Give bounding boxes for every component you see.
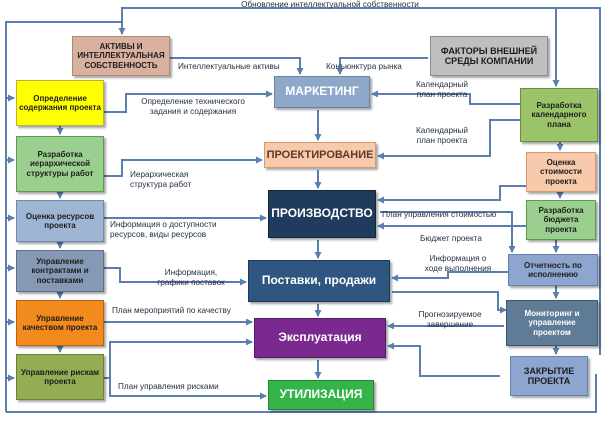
label-forecast-line2: завершение	[426, 320, 474, 330]
arrow-supply-monitoring	[392, 291, 507, 314]
design-box: ПРОЕКТИРОВАНИЕ	[264, 142, 376, 168]
label-resource-info: Информация о доступности ресурсов, виды …	[110, 220, 217, 241]
label-wbs-line2: структура работ	[130, 180, 192, 190]
label-tech-task: Определение технического задания и содер…	[130, 97, 256, 118]
assets-box: АКТИВЫ И ИНТЕЛЛЕКТУАЛЬНАЯ СОБСТВЕННОСТЬ	[72, 36, 170, 76]
arrow-reporting-supply	[391, 271, 508, 282]
arrow-contracts-supply	[104, 267, 247, 286]
arrow-closure-operation	[387, 342, 500, 377]
label-resource-info-line1: Информация о доступности	[110, 220, 217, 229]
label-calendar-plan-1-line2: план проекта	[416, 90, 468, 100]
label-forecast-line1: Прогнозируемое	[418, 310, 482, 319]
label-risk-plan: План управления рисками	[118, 382, 219, 391]
execution-reporting-box: Отчетность по исполнению	[508, 254, 598, 286]
wbs-development-box: Разработка иерархической структуры работ	[16, 136, 104, 192]
label-wbs: Иерархическая структура работ	[130, 170, 191, 191]
label-progress-info: Информация о ходе выполнения	[412, 254, 504, 275]
arrow-left-bus	[5, 21, 122, 412]
project-closure-box: ЗАКРЫТИЕ ПРОЕКТА	[510, 356, 588, 396]
monitoring-box: Мониторинг и управление проектом	[506, 300, 598, 346]
label-forecast: Прогнозируемое завершение	[400, 310, 500, 331]
arrow-calendar-design	[377, 119, 520, 160]
label-calendar-plan-1-line1: Календарный	[415, 80, 469, 89]
arrow-risks-operation	[109, 338, 253, 378]
label-ip-update: Обновление интеллектуальной собственност…	[241, 0, 419, 9]
label-tech-task-line2: задания и содержания	[149, 107, 237, 117]
label-market-conditions: Конъюнктура рынка	[326, 62, 402, 71]
arrow-bottom-return	[6, 374, 597, 413]
external-factors-box: ФАКТОРЫ ВНЕШНЕЙ СРЕДЫ КОМПАНИИ	[430, 36, 548, 76]
arrow-risks-disposal	[104, 377, 267, 400]
content-definition-box: Определение содержания проекта	[16, 80, 104, 126]
arrow-production-reporting	[380, 211, 516, 253]
label-project-budget: Бюджет проекта	[420, 234, 482, 243]
risk-management-box: Управление рискам проекта	[16, 354, 104, 400]
resource-estimate-box: Оценка ресурсов проекта	[16, 200, 104, 242]
marketing-box: МАРКЕТИНГ	[274, 76, 370, 108]
label-quality-plan: План мероприятий по качеству	[112, 306, 231, 315]
arrow-calendar-marketing	[371, 90, 520, 105]
calendar-plan-dev-box: Разработка календарного плана	[520, 88, 598, 142]
operation-box: Эксплуатация	[254, 318, 386, 358]
label-calendar-plan-2-line2: план проекта	[416, 136, 468, 146]
arrow-cost-production	[377, 185, 526, 204]
label-tech-task-line1: Определение технического	[141, 97, 245, 106]
budget-dev-box: Разработка бюджета проекта	[526, 200, 596, 240]
cost-estimate-box: Оценка стоимости проекта	[526, 152, 596, 192]
label-supply-info-line2: графики поставок	[157, 278, 225, 288]
label-calendar-plan-2: Календарный план проекта	[404, 126, 480, 147]
label-progress-info-line2: ходе выполнения	[424, 264, 492, 274]
label-resource-info-line2: ресурсов, виды ресурсов	[110, 230, 207, 240]
label-intellectual-assets: Интеллектуальные активы	[178, 62, 280, 71]
label-progress-info-line1: Информация о	[429, 254, 487, 263]
arrow-content-marketing	[104, 90, 273, 113]
label-supply-info-line1: Информация,	[164, 268, 218, 277]
contract-management-box: Управление контрактами и поставками	[16, 250, 104, 292]
label-calendar-plan-2-line1: Календарный	[415, 126, 469, 135]
label-supply-info: Информация, графики поставок	[142, 268, 240, 289]
label-calendar-plan-1: Календарный план проекта	[404, 80, 480, 101]
production-box: ПРОИЗВОДСТВО	[268, 190, 376, 238]
quality-management-box: Управление качеством проекта	[16, 300, 104, 346]
arrow-factors-marketing	[336, 57, 428, 75]
label-wbs-line1: Иерархическая	[130, 170, 189, 179]
supply-sales-box: Поставки, продажи	[248, 260, 390, 302]
arrow-wbs-design	[104, 156, 263, 177]
disposal-box: УТИЛИЗАЦИЯ	[268, 380, 374, 410]
arrow-assets-marketing	[170, 57, 304, 75]
label-cost-plan: План управления стоимостью	[382, 210, 497, 219]
